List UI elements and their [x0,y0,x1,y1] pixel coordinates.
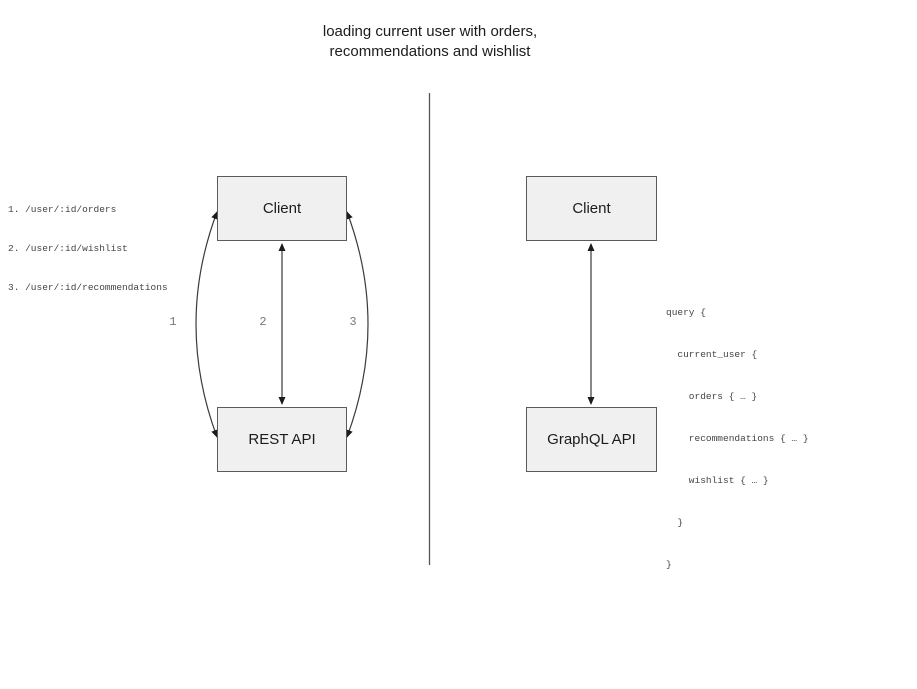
rest-api-node: REST API [217,407,347,472]
query-line: current_user { [666,349,758,360]
query-line: query { [666,307,706,318]
rest-endpoint-wishlist: 2. /user/:id/wishlist [8,243,128,254]
diagram-title-line2: recommendations and wishlist [329,43,531,60]
query-line: } [666,517,684,528]
graphql-query-snippet: query { current_user { orders { … } reco… [666,278,809,600]
client-node-right-label: Client [572,200,611,217]
rest-endpoint-recommendations: 3. /user/:id/recommendations [8,282,168,293]
query-line: } [666,559,672,570]
client-node-left: Client [217,176,347,241]
diagram-title-line1: loading current user with orders, [322,23,538,40]
client-node-right: Client [526,176,657,241]
query-line: orders { … } [666,391,758,402]
graphql-api-node: GraphQL API [526,407,657,472]
connector-label-1: 1 [169,315,177,329]
diagram-title: loading current user with orders, recomm… [130,22,730,62]
rest-api-node-label: REST API [248,431,316,448]
rest-endpoint-list: 1. /user/:id/orders 2. /user/:id/wishlis… [8,177,168,320]
client-node-left-label: Client [262,200,302,217]
query-line: wishlist { … } [666,475,769,486]
connector-label-3: 3 [349,315,357,329]
graphql-api-node-label: GraphQL API [547,431,636,448]
rest-connector-1-curved-arrow [195,211,218,438]
rest-endpoint-orders: 1. /user/:id/orders [8,204,117,215]
query-line: recommendations { … } [666,433,809,444]
rest-connector-3-curved-arrow [346,211,369,438]
connector-label-2: 2 [259,315,267,329]
